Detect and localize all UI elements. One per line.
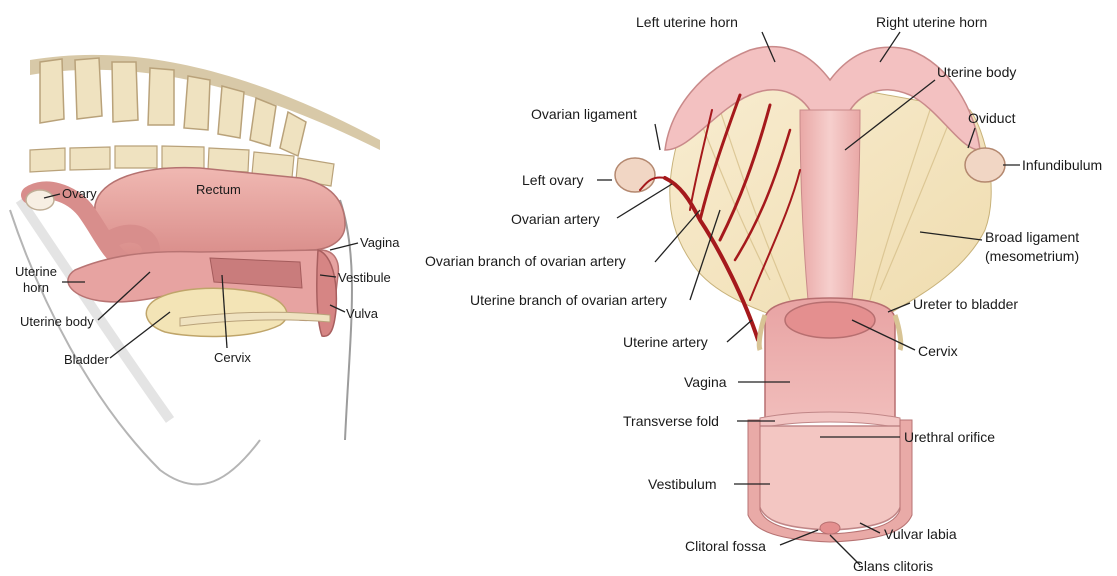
label-uterine-branch: Uterine branch of ovarian artery bbox=[470, 292, 667, 308]
label-vulva: Vulva bbox=[346, 306, 378, 322]
label-vulvar-labia: Vulvar labia bbox=[884, 526, 957, 542]
lateral-view-illustration bbox=[10, 55, 380, 485]
label-urethral-orifice: Urethral orifice bbox=[904, 429, 995, 445]
label-vestibulum: Vestibulum bbox=[648, 476, 716, 492]
label-bladder: Bladder bbox=[64, 352, 109, 368]
label-vagina-dorsal: Vagina bbox=[684, 374, 727, 390]
label-uterine-horn-line1: Uterine bbox=[12, 264, 60, 280]
label-ovarian-artery: Ovarian artery bbox=[511, 211, 600, 227]
label-ovarian-branch: Ovarian branch of ovarian artery bbox=[425, 253, 626, 269]
label-transverse-fold: Transverse fold bbox=[623, 413, 719, 429]
label-left-ovary: Left ovary bbox=[522, 172, 583, 188]
ovary-shape bbox=[26, 190, 54, 210]
label-clitoral-fossa: Clitoral fossa bbox=[685, 538, 766, 554]
label-uterine-horn-line2: horn bbox=[12, 280, 60, 296]
label-uterine-body-dorsal: Uterine body bbox=[937, 64, 1016, 80]
label-rectum: Rectum bbox=[196, 182, 241, 198]
glans-clitoris-shape bbox=[820, 522, 840, 534]
label-left-uterine-horn: Left uterine horn bbox=[636, 14, 738, 30]
uterine-body-shape bbox=[800, 110, 860, 300]
label-broad-ligament-line2: (mesometrium) bbox=[985, 248, 1079, 264]
label-vestibule: Vestibule bbox=[338, 270, 391, 286]
label-infundibulum: Infundibulum bbox=[1022, 157, 1102, 173]
label-glans-clitoris: Glans clitoris bbox=[853, 558, 933, 574]
label-oviduct: Oviduct bbox=[968, 110, 1015, 126]
label-right-uterine-horn: Right uterine horn bbox=[876, 14, 987, 30]
right-ovary-shape bbox=[965, 148, 1005, 182]
label-ovarian-ligament: Ovarian ligament bbox=[531, 106, 637, 122]
label-uterine-body-lateral: Uterine body bbox=[20, 314, 94, 330]
label-uterine-artery: Uterine artery bbox=[623, 334, 708, 350]
label-cervix-lateral: Cervix bbox=[214, 350, 251, 366]
label-vagina-lateral: Vagina bbox=[360, 235, 400, 251]
label-broad-ligament-line1: Broad ligament bbox=[985, 229, 1079, 245]
vertebrae bbox=[40, 58, 306, 156]
left-ovary-shape bbox=[615, 158, 655, 192]
vestibulum-shape bbox=[758, 426, 902, 530]
label-ovary: Ovary bbox=[62, 186, 97, 202]
cervix-shape bbox=[785, 302, 875, 338]
label-ureter: Ureter to bladder bbox=[913, 296, 1018, 312]
label-cervix-dorsal: Cervix bbox=[918, 343, 958, 359]
